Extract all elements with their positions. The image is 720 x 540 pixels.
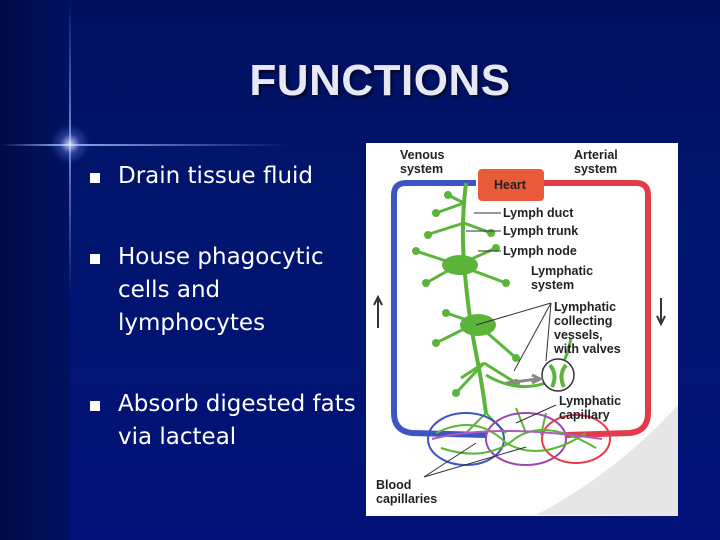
up-arrow-icon [373,294,383,328]
valve-icon [548,363,568,388]
lymph-trunk-label: Lymph trunk [503,224,578,238]
collecting-vessels-label: Lymphatic [554,300,616,314]
blood-capillaries-label: Blood [376,478,411,492]
bullet-item: Drain tissue fluid [88,160,358,193]
venous-label: system [400,162,443,176]
venous-label: Venous [400,148,445,162]
arterial-label: Arterial [574,148,618,162]
valve-pointer-arrow [505,373,544,385]
background-swoosh [536,405,678,516]
down-arrow-icon [656,298,666,327]
bullet-text: Drain tissue fluid [118,163,314,189]
capillary-bed [427,412,611,466]
lymphatic-system-label: system [531,278,574,292]
venous-vessel [391,180,487,438]
lens-flare-vertical [69,0,71,540]
bullet-text: House phagocytic cells and lymphocytes [118,244,324,336]
bullet-list: Drain tissue fluid House phagocytic cell… [88,160,358,454]
left-band [0,0,70,540]
lymphatic-capillary-label: Lymphatic [559,394,621,408]
collecting-vessels-label: collecting [554,314,612,328]
slide-title: FUNCTIONS [249,56,511,105]
lymph-duct-label: Lymph duct [503,206,574,220]
bullet-item: Absorb digested fats via lacteal [88,388,358,454]
collecting-vessels-label: with valves [553,342,621,356]
blood-capillaries-label: capillaries [376,492,437,506]
arterial-vessel [544,180,651,438]
bullet-square-icon [90,401,100,411]
bullet-item: House phagocytic cells and lymphocytes [88,241,358,340]
heart-box [478,169,544,201]
bullet-square-icon [90,173,100,183]
lymph-nodes [412,191,520,397]
label-leader-lines [423,212,557,478]
arterial-label: system [574,162,617,176]
heart-label: Heart [494,178,527,192]
valve-inset [541,358,575,392]
lens-flare-horizontal [0,144,720,146]
bullet-text: Absorb digested fats via lacteal [118,391,356,450]
lymphatic-system-label: Lymphatic [531,264,593,278]
collecting-vessels-label: vessels, [554,328,603,342]
lymphatic-diagram: Heart [366,143,678,516]
bullet-square-icon [90,254,100,264]
lymphatic-capillary-label: capillary [559,408,610,422]
lens-flare-glow [50,124,90,164]
lymph-node-label: Lymph node [503,244,577,258]
